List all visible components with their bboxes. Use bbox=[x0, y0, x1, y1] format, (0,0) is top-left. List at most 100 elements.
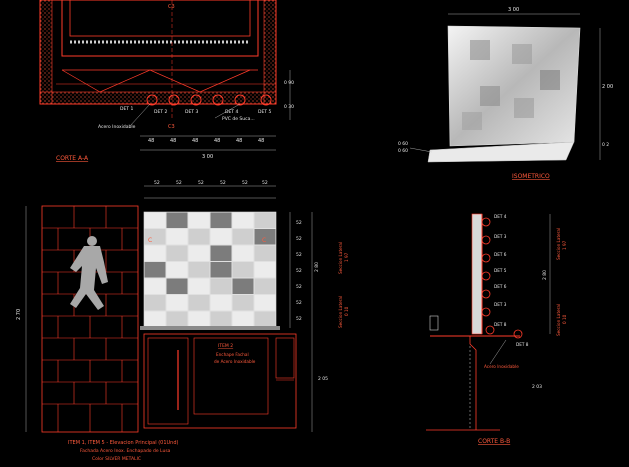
svg-text:Enchape Fachal: Enchape Fachal bbox=[216, 352, 249, 357]
elev-caption-1: ITEM 1, ITEM 5 - Elevacion Principal (01… bbox=[68, 440, 179, 446]
callout-pvc: PVC de Suca... bbox=[222, 116, 255, 122]
svg-text:52: 52 bbox=[220, 180, 226, 186]
isometric-view: 3 00 2 00 0 2 0 60 0 60 ISOMETRICO bbox=[398, 7, 613, 180]
tile bbox=[232, 229, 254, 245]
tile bbox=[144, 245, 166, 261]
svg-text:1 97: 1 97 bbox=[344, 252, 349, 262]
svg-text:0 10: 0 10 bbox=[344, 306, 349, 316]
tile bbox=[144, 229, 166, 245]
tile-grid bbox=[144, 212, 276, 327]
tile bbox=[210, 295, 232, 311]
tile bbox=[144, 212, 166, 228]
tile bbox=[254, 229, 276, 245]
caption-isometrico: ISOMETRICO bbox=[512, 173, 550, 180]
svg-text:0 90: 0 90 bbox=[284, 80, 294, 86]
tile bbox=[144, 262, 166, 278]
tile bbox=[188, 212, 210, 228]
caption-corte-bb: CORTE B-B bbox=[478, 438, 510, 445]
tile bbox=[166, 245, 188, 261]
svg-text:48: 48 bbox=[236, 138, 242, 144]
plan-dimensions: 48 48 48 48 48 48 3 00 0 90 0 30 bbox=[140, 70, 294, 160]
svg-text:48: 48 bbox=[192, 138, 198, 144]
tile bbox=[232, 295, 254, 311]
side-det-circles bbox=[481, 217, 523, 339]
svg-text:52: 52 bbox=[176, 180, 182, 186]
svg-text:Seccion Lateral: Seccion Lateral bbox=[556, 228, 561, 260]
det-label-2: DET 2 bbox=[154, 109, 167, 115]
svg-text:52: 52 bbox=[262, 180, 268, 186]
side-section-corte-bb: DET 4 DET 3 DET 6 DET 5 DET 6 DET 3 DET … bbox=[426, 213, 567, 445]
tile bbox=[210, 262, 232, 278]
svg-text:2 80: 2 80 bbox=[314, 262, 320, 272]
svg-text:52: 52 bbox=[296, 220, 302, 226]
svg-text:0 10: 0 10 bbox=[562, 314, 567, 324]
svg-text:DET 3: DET 3 bbox=[494, 302, 507, 307]
svg-text:0 30: 0 30 bbox=[284, 104, 294, 110]
tile bbox=[232, 278, 254, 294]
side-callout: Acero Inoxidable bbox=[484, 364, 519, 369]
tile bbox=[188, 278, 210, 294]
svg-text:DET 6: DET 6 bbox=[494, 252, 507, 257]
svg-text:DET 3: DET 3 bbox=[494, 234, 507, 239]
iso-panel-tiles bbox=[462, 40, 560, 130]
det-label-5: DET 5 bbox=[258, 109, 271, 115]
tile bbox=[210, 212, 232, 228]
svg-text:52: 52 bbox=[296, 316, 302, 322]
svg-text:52: 52 bbox=[242, 180, 248, 186]
tile bbox=[210, 311, 232, 327]
tile bbox=[188, 295, 210, 311]
section-tag-bottom: C3 bbox=[168, 124, 175, 130]
svg-text:48: 48 bbox=[148, 138, 154, 144]
elev-top-dims: 52 52 52 52 52 52 bbox=[144, 180, 276, 199]
svg-text:52: 52 bbox=[296, 236, 302, 242]
tile bbox=[210, 278, 232, 294]
iso-right-dim: 2 00 bbox=[602, 84, 613, 90]
svg-text:DET 8: DET 8 bbox=[516, 342, 529, 347]
svg-text:Seccion Lateral: Seccion Lateral bbox=[338, 242, 343, 274]
svg-text:52: 52 bbox=[296, 300, 302, 306]
tile bbox=[232, 262, 254, 278]
svg-text:Seccion Lateral: Seccion Lateral bbox=[556, 304, 561, 336]
elev-lower-dim: 2 05 bbox=[318, 376, 328, 382]
plan-total-dim: 3 00 bbox=[202, 154, 213, 160]
svg-text:DET 5: DET 5 bbox=[494, 268, 507, 273]
plan-view-corte-aa: C3 C3 DET 1 DET 2 DET 3 DET 4 DET 5 PVC … bbox=[39, 0, 294, 162]
elev-left-dim: 2 70 bbox=[16, 309, 22, 320]
tile bbox=[188, 262, 210, 278]
iso-top-dim: 3 00 bbox=[508, 7, 519, 13]
svg-text:48: 48 bbox=[214, 138, 220, 144]
det-label-1: DET 1 bbox=[120, 106, 133, 112]
det-circles bbox=[146, 94, 272, 106]
callout-item2: ITEM 2 bbox=[218, 343, 233, 349]
svg-text:52: 52 bbox=[154, 180, 160, 186]
det-label-4: DET 4 bbox=[225, 109, 238, 115]
svg-text:52: 52 bbox=[296, 284, 302, 290]
svg-text:0 60: 0 60 bbox=[398, 141, 408, 147]
tile bbox=[166, 278, 188, 294]
svg-text:2 80: 2 80 bbox=[542, 270, 548, 280]
callout-acero-top: Acero Inoxidable bbox=[98, 124, 136, 130]
elev-arrow-right: C bbox=[262, 237, 266, 244]
svg-text:DET 6: DET 6 bbox=[494, 284, 507, 289]
tile bbox=[188, 229, 210, 245]
tile bbox=[166, 262, 188, 278]
tile bbox=[254, 278, 276, 294]
svg-text:0 60: 0 60 bbox=[398, 148, 408, 154]
tile bbox=[166, 295, 188, 311]
svg-text:52: 52 bbox=[296, 252, 302, 258]
elev-arrow-left: C bbox=[148, 237, 152, 244]
svg-text:DET 8: DET 8 bbox=[494, 322, 507, 327]
lower-cabinet bbox=[143, 333, 297, 429]
striding-man-logo bbox=[70, 236, 108, 310]
tile bbox=[254, 262, 276, 278]
tile bbox=[188, 311, 210, 327]
tile bbox=[254, 245, 276, 261]
svg-text:52: 52 bbox=[296, 268, 302, 274]
tile bbox=[166, 229, 188, 245]
tile bbox=[232, 245, 254, 261]
caption-corte-aa: CORTE A-A bbox=[56, 155, 89, 162]
elev-caption-2: Fachada Acero Inox. Enchapado de Lusa bbox=[80, 448, 171, 454]
tile bbox=[166, 311, 188, 327]
svg-text:1 97: 1 97 bbox=[562, 240, 567, 250]
